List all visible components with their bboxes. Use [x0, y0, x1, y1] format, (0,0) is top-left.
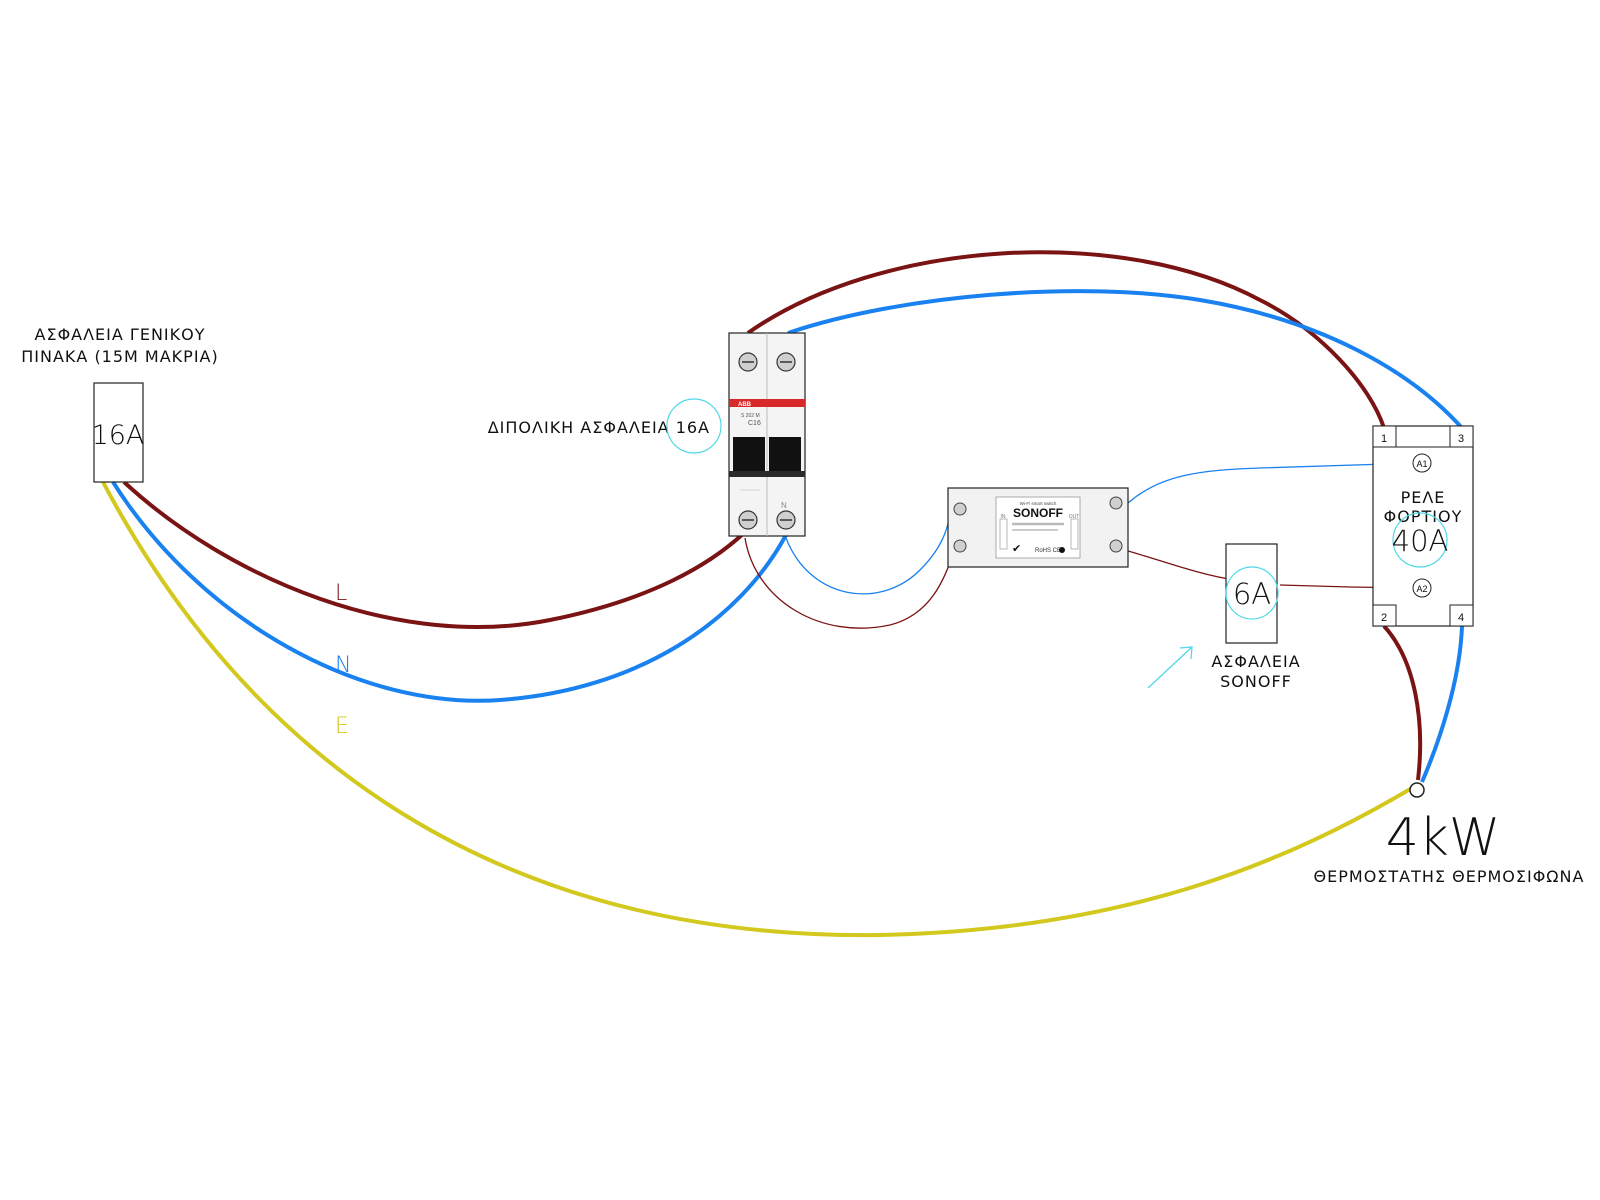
main-panel-fuse: 16A	[92, 382, 145, 483]
relay-terminal-4: 4	[1458, 612, 1464, 624]
sonoff-certs: RoHS CE	[1035, 548, 1061, 554]
breaker-terminal-n: N	[781, 501, 787, 510]
relay-terminal-2: 2	[1381, 612, 1387, 624]
breaker-label: ΔΙΠΟΛΙΚΗ ΑΣΦΑΛΕΙΑ 16Α	[488, 418, 710, 437]
sonoff-brand: SONOFF	[1013, 506, 1063, 520]
wire-neutral-relay-load	[1420, 625, 1464, 783]
sonoff-side-out: OUT	[1069, 514, 1080, 520]
relay-label-line1: ΡΕΛΕ	[1401, 488, 1446, 507]
sonoff-fuse-rating: 6A	[1233, 577, 1271, 611]
wire-neutral-breaker-relay	[787, 289, 1464, 430]
sonoff-subtitle: Wi-Fi smart switch	[1020, 501, 1057, 506]
relay-coil-a2-label: A2	[1416, 584, 1427, 594]
relay-coil-a2	[1412, 578, 1432, 598]
sonoff-switch: IN OUT Wi-Fi smart switch SONOFF ✔ RoHS …	[947, 487, 1129, 568]
sonoff-side-in: IN	[1001, 514, 1006, 520]
load-power: 4kW	[1386, 808, 1501, 868]
wire-label-live: L	[335, 581, 347, 606]
double-pole-breaker: ABB S 202 M C16 N	[728, 332, 806, 537]
relay-highlight-circle	[1392, 512, 1448, 568]
wire-earth	[101, 481, 1414, 938]
relay-rating: 40A	[1392, 524, 1449, 558]
breaker-model: S 202 M	[741, 413, 760, 419]
main-fuse-rating: 16A	[92, 420, 145, 451]
relay-label-line2: ΦΟΡΤΙΟΥ	[1384, 507, 1463, 526]
wire-live-breaker-relay	[746, 250, 1386, 429]
breaker-curve: C16	[748, 420, 761, 427]
sonoff-fuse-label-line2: SONOFF	[1220, 672, 1292, 691]
wire-thin-neutral-sonoff-in	[785, 507, 953, 595]
load-relay: 1 3 2 4 A1 A2 ΡΕΛΕ ΦΟΡΤΙΟΥ 40A	[1372, 425, 1474, 627]
main-panel-title-line1: ΑΣΦΑΛΕΙΑ ΓΕΝΙΚΟΥ	[35, 325, 206, 344]
breaker-toggle-left[interactable]	[733, 437, 765, 471]
wire-live-relay-load	[1382, 624, 1423, 781]
wire-live-main	[122, 480, 747, 629]
sonoff-check-icon: ✔	[1012, 542, 1021, 555]
main-panel-title-line2: ΠΙΝΑΚΑ (15Μ ΜΑΚΡΙΑ)	[21, 347, 218, 366]
breaker-toggle-right[interactable]	[769, 437, 801, 471]
relay-terminal-1: 1	[1381, 433, 1387, 445]
wire-neutral-main	[111, 480, 788, 703]
load-name: ΘΕΡΜΟΣΤΑΤΗΣ ΘΕΡΜΟΣΙΦΩΝΑ	[1314, 867, 1585, 886]
breaker-brand: ABB	[738, 402, 752, 408]
sonoff-fuse-highlight-circle	[1225, 566, 1279, 620]
breaker-label-highlight-circle	[666, 398, 722, 454]
relay-coil-a1	[1412, 453, 1432, 473]
sonoff-button[interactable]	[1059, 547, 1065, 553]
wire-thin-live-fuse	[1127, 550, 1236, 581]
wire-thin-live-sonoff-in	[744, 537, 956, 629]
sonoff-fuse: 6A	[1225, 543, 1279, 644]
relay-coil-a1-label: A1	[1416, 459, 1427, 469]
wire-label-earth: E	[335, 714, 349, 739]
load-junction	[1409, 782, 1425, 798]
wire-label-neutral: N	[335, 653, 351, 678]
pointer-arrow-icon	[1147, 646, 1193, 689]
sonoff-fuse-label-line1: ΑΣΦΑΛΕΙΑ	[1211, 652, 1300, 671]
relay-terminal-3: 3	[1458, 433, 1464, 445]
